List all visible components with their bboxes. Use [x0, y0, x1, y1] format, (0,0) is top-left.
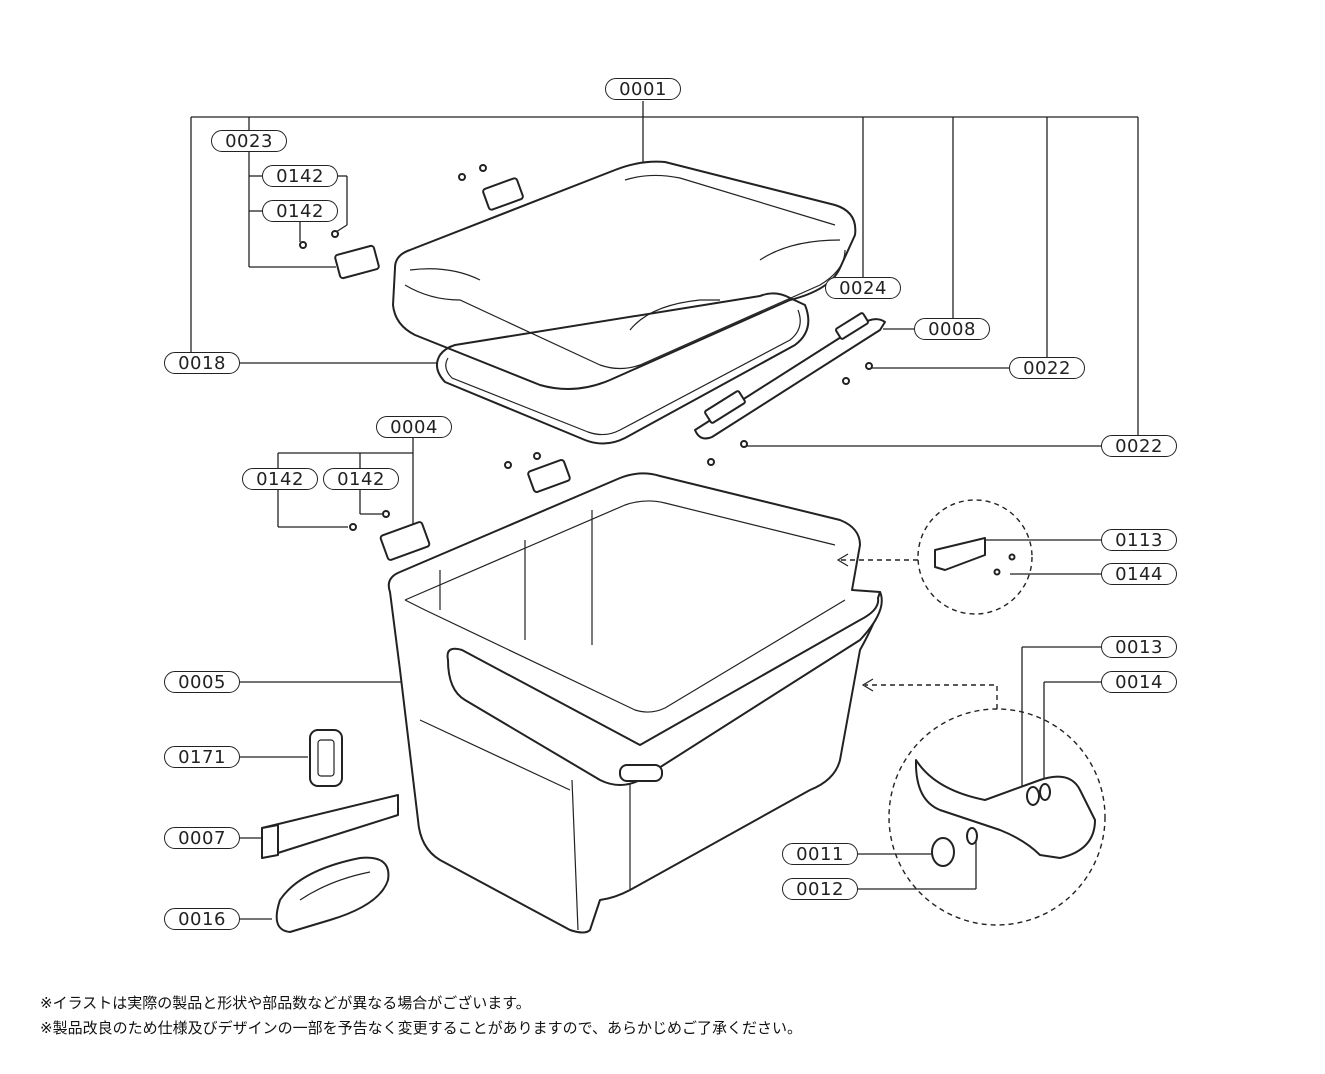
- disclaimer-note-1: ※イラストは実際の製品と形状や部品数などが異なる場合がございます。: [40, 994, 531, 1012]
- part-label-0001: 0001: [605, 78, 681, 100]
- lid-latch-parts: [299, 164, 571, 561]
- detail-circle-top: [836, 499, 1033, 615]
- part-label-0142-d: 0142: [323, 468, 399, 490]
- part-label-0142-c: 0142: [242, 468, 318, 490]
- part-label-0011: 0011: [782, 843, 858, 865]
- loose-parts: [261, 729, 399, 933]
- lid-part: [392, 160, 857, 390]
- cooler-body-part: [387, 472, 883, 934]
- part-label-0008: 0008: [914, 318, 990, 340]
- part-label-0005: 0005: [164, 671, 240, 693]
- hinge-bar-part: [694, 312, 886, 466]
- part-label-0022-b: 0022: [1101, 435, 1177, 457]
- part-label-0004: 0004: [376, 416, 452, 438]
- part-label-0012: 0012: [782, 878, 858, 900]
- part-label-0013: 0013: [1101, 636, 1177, 658]
- gasket-part: [435, 292, 810, 445]
- disclaimer-note-2: ※製品改良のため仕様及びデザインの一部を予告なく変更することがありますので、あら…: [40, 1019, 802, 1037]
- part-label-0023: 0023: [211, 130, 287, 152]
- part-label-0007: 0007: [164, 827, 240, 849]
- leader-lines: [190, 101, 1139, 920]
- part-label-0113: 0113: [1101, 529, 1177, 551]
- detail-circle-drain: [861, 678, 1106, 926]
- part-label-0024: 0024: [825, 277, 901, 299]
- part-label-0171: 0171: [164, 746, 240, 768]
- part-label-0144: 0144: [1101, 563, 1177, 585]
- part-label-0022-a: 0022: [1009, 357, 1085, 379]
- part-label-0016: 0016: [164, 908, 240, 930]
- part-label-0014: 0014: [1101, 671, 1177, 693]
- part-label-0018: 0018: [164, 352, 240, 374]
- part-label-0142-b: 0142: [262, 200, 338, 222]
- part-label-0142-a: 0142: [262, 165, 338, 187]
